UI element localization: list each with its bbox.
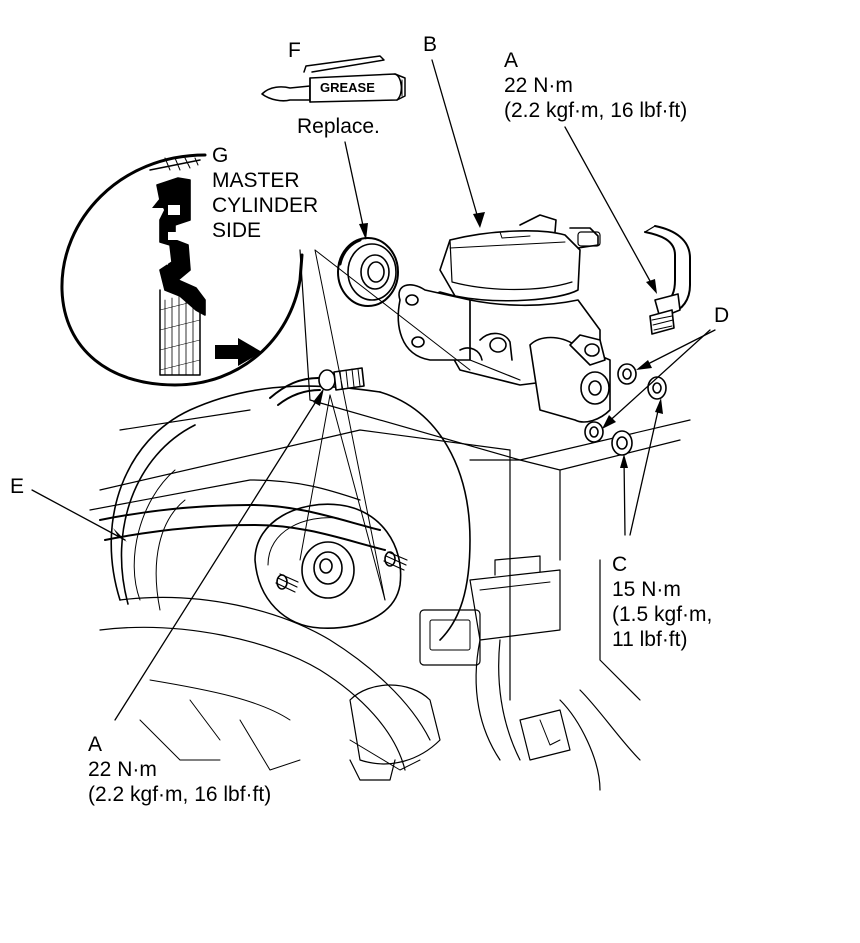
grease-tube-text: GREASE: [320, 80, 375, 95]
label-a-bottom: A: [88, 733, 103, 756]
torque-a-top-alt: (2.2 kgf·m, 16 lbf·ft): [504, 99, 688, 122]
label-f: F: [288, 39, 301, 62]
label-b: B: [423, 33, 438, 56]
engine-bay-background: [89, 249, 691, 791]
torque-c-alt1: (1.5 kgf·m,: [612, 603, 713, 626]
grease-tube-icon: [261, 55, 406, 103]
torque-c-alt2: 11 lbf·ft): [612, 628, 688, 651]
washer-d-lower: [584, 421, 604, 443]
label-d: D: [714, 304, 730, 327]
flange-nut-c-lower: [611, 430, 633, 456]
master-cylinder: [397, 214, 611, 423]
torque-a-bottom: 22 N·m: [88, 758, 157, 781]
leader-lines: [31, 59, 716, 721]
booster-stud-right: [383, 551, 408, 571]
booster-stud-left: [275, 573, 299, 593]
torque-a-bottom-alt: (2.2 kgf·m, 16 lbf·ft): [88, 783, 272, 806]
label-a-top: A: [504, 49, 519, 72]
torque-a-top: 22 N·m: [504, 74, 573, 97]
detail-caption-line1: MASTER: [212, 169, 300, 192]
label-c: C: [612, 553, 628, 576]
detail-caption-line2: CYLINDER: [212, 194, 319, 217]
seal-replace: [337, 237, 399, 307]
label-g: G: [212, 144, 229, 167]
washer-d-upper: [617, 363, 637, 385]
brake-booster: [110, 385, 471, 641]
torque-c: 15 N·m: [612, 578, 681, 601]
detail-caption-line3: SIDE: [212, 219, 262, 242]
brake-line-top: [644, 225, 691, 335]
seal-detail-circle: [60, 153, 304, 387]
replace-note: Replace.: [297, 115, 380, 138]
label-e: E: [10, 475, 25, 498]
flange-nut-c-upper: [647, 376, 667, 400]
